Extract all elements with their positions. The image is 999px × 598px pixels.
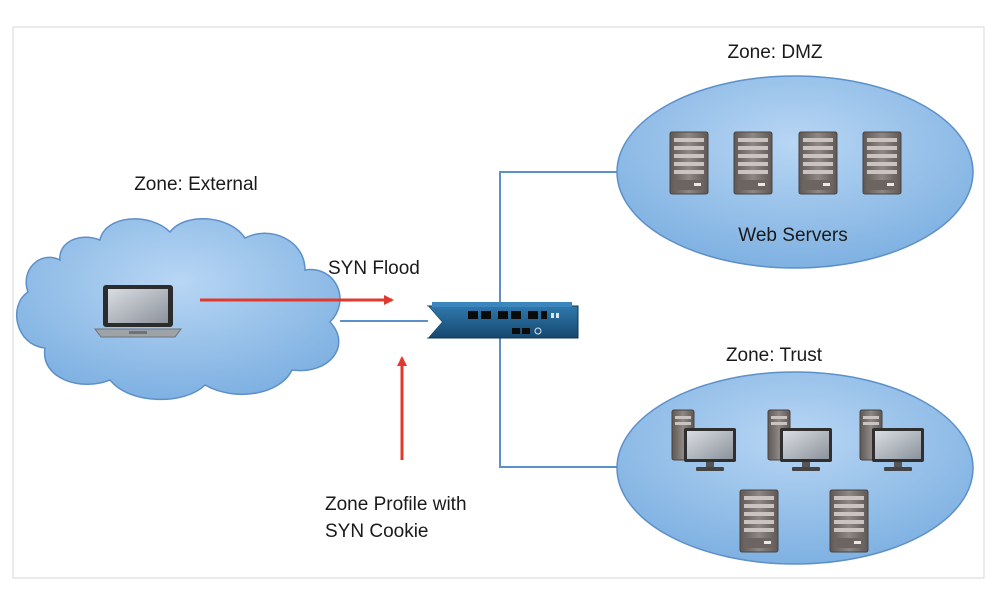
server-tower-icon (669, 131, 709, 195)
diagram-border (12, 26, 985, 579)
server-tower-icon (733, 131, 773, 195)
firewall-appliance-icon (426, 302, 579, 339)
zone-profile-label-line2: SYN Cookie (325, 521, 429, 542)
trust-link-line (499, 338, 622, 468)
zone-external-label: Zone: External (134, 174, 258, 195)
zone-profile-label-line1: Zone Profile with (325, 494, 467, 515)
zone-trust-label: Zone: Trust (726, 345, 823, 366)
laptop-icon (94, 285, 182, 338)
dmz-link-line (499, 171, 622, 304)
network-links (340, 171, 622, 468)
syn-flood-label: SYN Flood (328, 258, 420, 279)
dmz-zone-ellipse (616, 75, 974, 269)
server-tower-icon (829, 489, 869, 553)
server-tower-icon (798, 131, 838, 195)
server-tower-icon (739, 489, 779, 553)
web-servers-label: Web Servers (738, 225, 847, 246)
zone-dmz-label: Zone: DMZ (727, 42, 822, 63)
external-zone-cloud (15, 218, 341, 401)
server-tower-icon (862, 131, 902, 195)
